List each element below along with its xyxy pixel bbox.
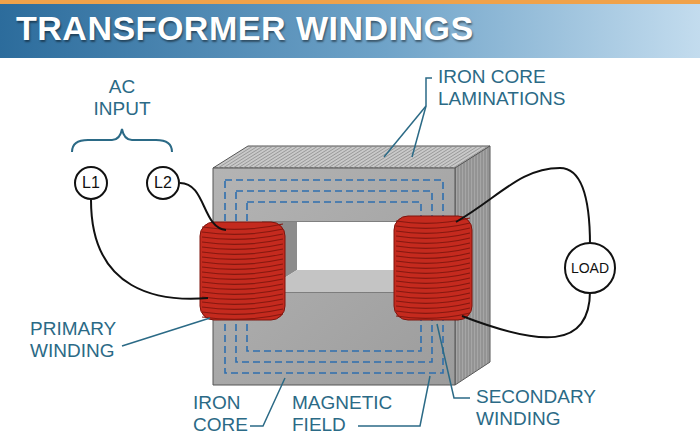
- leader-line: [437, 324, 470, 398]
- core-top-face: [213, 146, 490, 168]
- coil-turn: [396, 308, 470, 313]
- terminal-label: L2: [154, 174, 172, 192]
- coil-turn: [202, 284, 283, 289]
- coil-turn: [202, 309, 283, 314]
- coil-turn: [202, 249, 283, 254]
- banner-stripe: [0, 0, 700, 4]
- terminal-circle: L2: [146, 166, 180, 200]
- coil-turn: [202, 274, 283, 279]
- leader-line: [384, 106, 426, 157]
- lamination-line: [482, 151, 483, 367]
- coil-turn: [396, 278, 470, 283]
- leader-line: [412, 106, 426, 157]
- coil-turn: [396, 223, 470, 228]
- coil-turn: [202, 269, 283, 274]
- coil-turn: [202, 314, 283, 319]
- coil-turn: [202, 264, 283, 269]
- coil-turn: [396, 298, 470, 303]
- lamination-line: [433, 146, 468, 168]
- coil-turn: [202, 294, 283, 299]
- primary-winding: [200, 222, 285, 320]
- part-label: AC INPUT: [94, 76, 151, 120]
- coil-turn: [202, 254, 283, 259]
- coil-turn: [202, 239, 283, 244]
- part-label: IRON CORE: [193, 392, 248, 436]
- secondary-winding: [394, 216, 472, 320]
- coil-turn: [202, 244, 283, 249]
- title-banner: [0, 0, 700, 58]
- lamination-line: [485, 149, 486, 365]
- lamination-line: [476, 155, 477, 371]
- coil-turn: [202, 289, 283, 294]
- terminal-circle: L1: [74, 166, 108, 200]
- coil-turn: [396, 253, 470, 258]
- part-label: MAGNETIC FIELD: [292, 392, 392, 436]
- coil-turn: [396, 238, 470, 243]
- coil-turn: [396, 263, 470, 268]
- coil-turn: [202, 304, 283, 309]
- part-label: IRON CORE LAMINATIONS: [438, 66, 603, 110]
- coil-turn: [202, 234, 283, 239]
- terminal-label: LOAD: [571, 260, 609, 276]
- part-label: SECONDARY WINDING: [476, 386, 596, 430]
- leader-line: [250, 378, 285, 426]
- coil-turn: [396, 303, 470, 308]
- leader-line: [426, 78, 432, 106]
- coil-turn: [396, 243, 470, 248]
- coil-turn: [396, 273, 470, 278]
- lamination-line: [479, 153, 480, 369]
- coil-turn: [202, 229, 283, 234]
- coil-turn: [396, 233, 470, 238]
- lamination-line: [448, 146, 483, 168]
- coil-turn: [396, 248, 470, 253]
- coil-turn: [396, 313, 470, 318]
- input-bracket: [72, 129, 172, 152]
- coil-turn: [396, 228, 470, 233]
- coil-turn: [202, 279, 283, 284]
- lamination-line: [473, 157, 474, 373]
- title: TRANSFORMER WINDINGS: [16, 9, 474, 48]
- lamination-line: [453, 146, 488, 168]
- coil-turn: [396, 288, 470, 293]
- coil-turn: [202, 299, 283, 304]
- coil-turns: [202, 218, 470, 319]
- coil-turn: [396, 258, 470, 263]
- terminal-circle: LOAD: [564, 242, 616, 294]
- coil-turn: [396, 268, 470, 273]
- part-label: PRIMARY WINDING: [30, 318, 116, 362]
- lamination-line: [488, 147, 489, 363]
- coil-turn: [202, 259, 283, 264]
- coil-turn: [396, 283, 470, 288]
- lamination-line: [438, 146, 473, 168]
- leader-line: [122, 318, 210, 346]
- leader-lines: [122, 78, 470, 426]
- terminal-label: L1: [82, 174, 100, 192]
- coil-turn: [396, 293, 470, 298]
